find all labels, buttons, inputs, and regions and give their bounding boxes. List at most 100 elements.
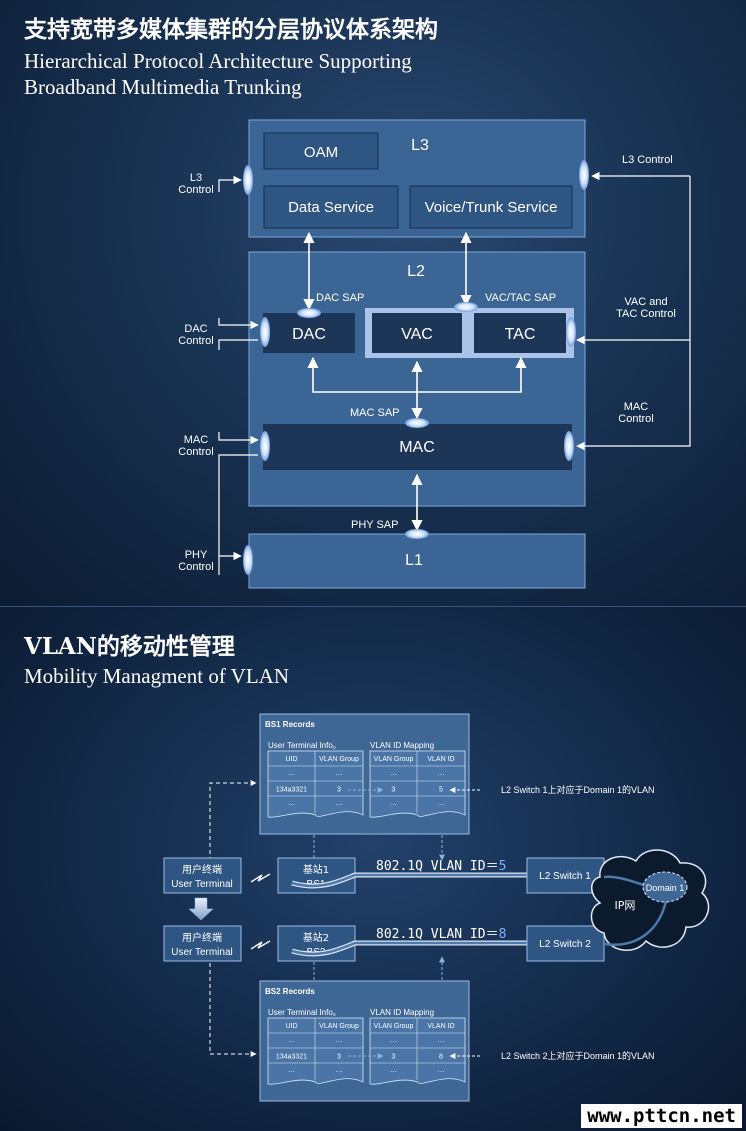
left-mac-control-label-1: MAC xyxy=(184,434,209,446)
bs2-note: L2 Switch 2上对应于Domain 1的VLAN xyxy=(501,1050,655,1061)
left-l3-control-label-1: L3 xyxy=(190,172,202,184)
bs2-vlan-table-header: VLAN Group xyxy=(374,1023,414,1030)
right-mac-control-label-2: Control xyxy=(618,413,653,425)
vactac-sap-oval xyxy=(454,302,478,312)
left-dac-control-label-1: DAC xyxy=(184,323,207,335)
l3-control-line xyxy=(218,175,242,192)
left-phy-control-label-2: Control xyxy=(178,561,213,573)
l3-left-oval xyxy=(243,165,253,195)
left-phy-control-label-1: PHY xyxy=(185,549,208,561)
phy-sap-label: PHY SAP xyxy=(351,519,399,531)
bs1-user-table-cell: ··· xyxy=(336,802,343,809)
bs2-user-table: UID VLAN Group ··· ··· 134a3321 3 ··· ··· xyxy=(267,1017,364,1085)
right-vactac-control-label-1: VAC and xyxy=(624,296,667,308)
protocol-architecture-diagram: L3 OAM Data Service Voice/Trunk Service … xyxy=(178,119,691,589)
right-control-bus xyxy=(576,176,691,451)
mac-control-line xyxy=(218,432,259,445)
switch2-label: L2 Switch 2 xyxy=(539,939,591,950)
bs1-user-table-header: VLAN Group xyxy=(319,756,359,763)
link1-label: 802.1Q VLAN ID＝5 xyxy=(376,859,506,874)
mac-right-oval xyxy=(564,431,574,461)
vactac-sap-label: VAC/TAC SAP xyxy=(485,292,556,304)
bs1-vlan-table-header: VLAN ID xyxy=(427,756,454,763)
bs2-user-table-cell: 134a3321 xyxy=(276,1054,307,1061)
l3-label: L3 xyxy=(411,137,429,154)
vlan-link-2 xyxy=(291,940,528,957)
bs2-user-table-cell: ··· xyxy=(336,1069,343,1076)
voice-service-box xyxy=(409,185,573,229)
bs1-uti-caption: User Terminal Info。 xyxy=(268,741,341,750)
ip-network-label: IP网 xyxy=(615,899,636,912)
section2-title-zh: VLAN的移动性管理 xyxy=(24,633,235,660)
oam-box xyxy=(263,132,379,170)
bs1-vlan-table-cell: 5 xyxy=(439,787,443,794)
mac-sap-label: MAC SAP xyxy=(350,407,400,419)
bs1-user-table-header: UID xyxy=(285,756,297,763)
left-l3-control-label-2: Control xyxy=(178,184,213,196)
mac-sap-oval xyxy=(405,418,429,428)
l1-left-oval xyxy=(243,545,253,575)
bs1-zh: 基站1 xyxy=(303,863,329,876)
bs2-user-table-cell: 3 xyxy=(337,1054,341,1061)
section2-title-en: Mobility Managment of VLAN xyxy=(24,664,290,688)
bs1-vlan-table-header: VLAN Group xyxy=(374,756,414,763)
right-vactac-control-label-2: TAC Control xyxy=(616,308,676,320)
l2-switch-2 xyxy=(526,925,605,962)
tac-label: TAC xyxy=(505,326,536,343)
protocol-architecture-section: 支持宽带多媒体集群的分层协议体系架构 Hierarchical Protocol… xyxy=(0,0,746,606)
bs1-vlan-table: VLAN Group VLAN ID ··· ··· 3 5 ··· ··· xyxy=(369,750,466,818)
bs1-note: L2 Switch 1上对应于Domain 1的VLAN xyxy=(501,784,655,795)
bs2-user-table-header: VLAN Group xyxy=(319,1023,359,1030)
ut1-to-bs1records-dashed xyxy=(209,780,257,861)
bs2-user-table-cell: ··· xyxy=(288,1039,295,1046)
bs2-user-table-body xyxy=(267,1017,364,1085)
tac-right-oval xyxy=(566,317,576,347)
vlan-mobility-diagram: BS1 Records User Terminal Info。 VLAN ID … xyxy=(163,713,710,1102)
dac-label: DAC xyxy=(292,326,326,343)
l1-panel xyxy=(248,533,586,589)
mac-phy-vertical xyxy=(218,454,258,575)
l1-label: L1 xyxy=(405,552,423,569)
bs2-uti-caption: User Terminal Info。 xyxy=(268,1008,341,1017)
right-mac-control-label-1: MAC xyxy=(624,401,649,413)
bs2-user-table-header: UID xyxy=(285,1023,297,1030)
vlan-mobility-section: VLAN的移动性管理 Mobility Managment of VLAN BS… xyxy=(0,606,746,1131)
phy-sap-oval xyxy=(405,529,429,539)
bs2-vlan-table-body xyxy=(369,1017,466,1085)
data-service-label: Data Service xyxy=(288,199,374,216)
ut2-to-bs2records-dashed xyxy=(209,949,257,1057)
bs2-vlan-table-cell: ··· xyxy=(438,1069,445,1076)
ut2-zh: 用户终端 xyxy=(182,931,222,944)
bs1-user-table-cell: ··· xyxy=(336,772,343,779)
bs1-user-table-cell: 134a3321 xyxy=(276,787,307,794)
ut2-en: User Terminal xyxy=(171,947,233,958)
l3-right-oval xyxy=(579,160,589,190)
bs2-user-table-cell: ··· xyxy=(288,1069,295,1076)
bs1-vlan-table-cell: ··· xyxy=(438,802,445,809)
bs2-records-title: BS2 Records xyxy=(265,987,315,996)
dac-sap-label: DAC SAP xyxy=(316,292,364,304)
mac-left-oval xyxy=(260,431,270,461)
bs1-vlan-table-cell: ··· xyxy=(390,802,397,809)
right-l3-control-label: L3 Control xyxy=(622,154,673,166)
bs1-vlan-table-cell: ··· xyxy=(438,772,445,779)
bs1-user-table-cell: ··· xyxy=(288,772,295,779)
bs1-vlan-table-cell: 3 xyxy=(392,787,396,794)
dac-sap-oval xyxy=(297,308,321,318)
domain1-label: Domain 1 xyxy=(646,883,685,893)
vac-box xyxy=(372,313,462,353)
switch2-to-domain-line xyxy=(603,900,668,946)
bs2-user-table-cell: ··· xyxy=(336,1039,343,1046)
bs1-vlan-table-cell: ··· xyxy=(390,772,397,779)
bs2-vlan-caption: VLAN ID Mapping xyxy=(370,1008,434,1017)
user-terminal-1 xyxy=(163,857,242,894)
voice-service-label: Voice/Trunk Service xyxy=(425,199,558,216)
left-mac-control-label-2: Control xyxy=(178,446,213,458)
dac-left-oval xyxy=(260,317,270,347)
bs1-user-table-body xyxy=(267,750,364,818)
bs2-vlan-table-cell: ··· xyxy=(390,1069,397,1076)
bs1-vlan-caption: VLAN ID Mapping xyxy=(370,741,434,750)
vac-label: VAC xyxy=(401,326,433,343)
section1-title-en-line1: Hierarchical Protocol Architecture Suppo… xyxy=(24,49,412,73)
